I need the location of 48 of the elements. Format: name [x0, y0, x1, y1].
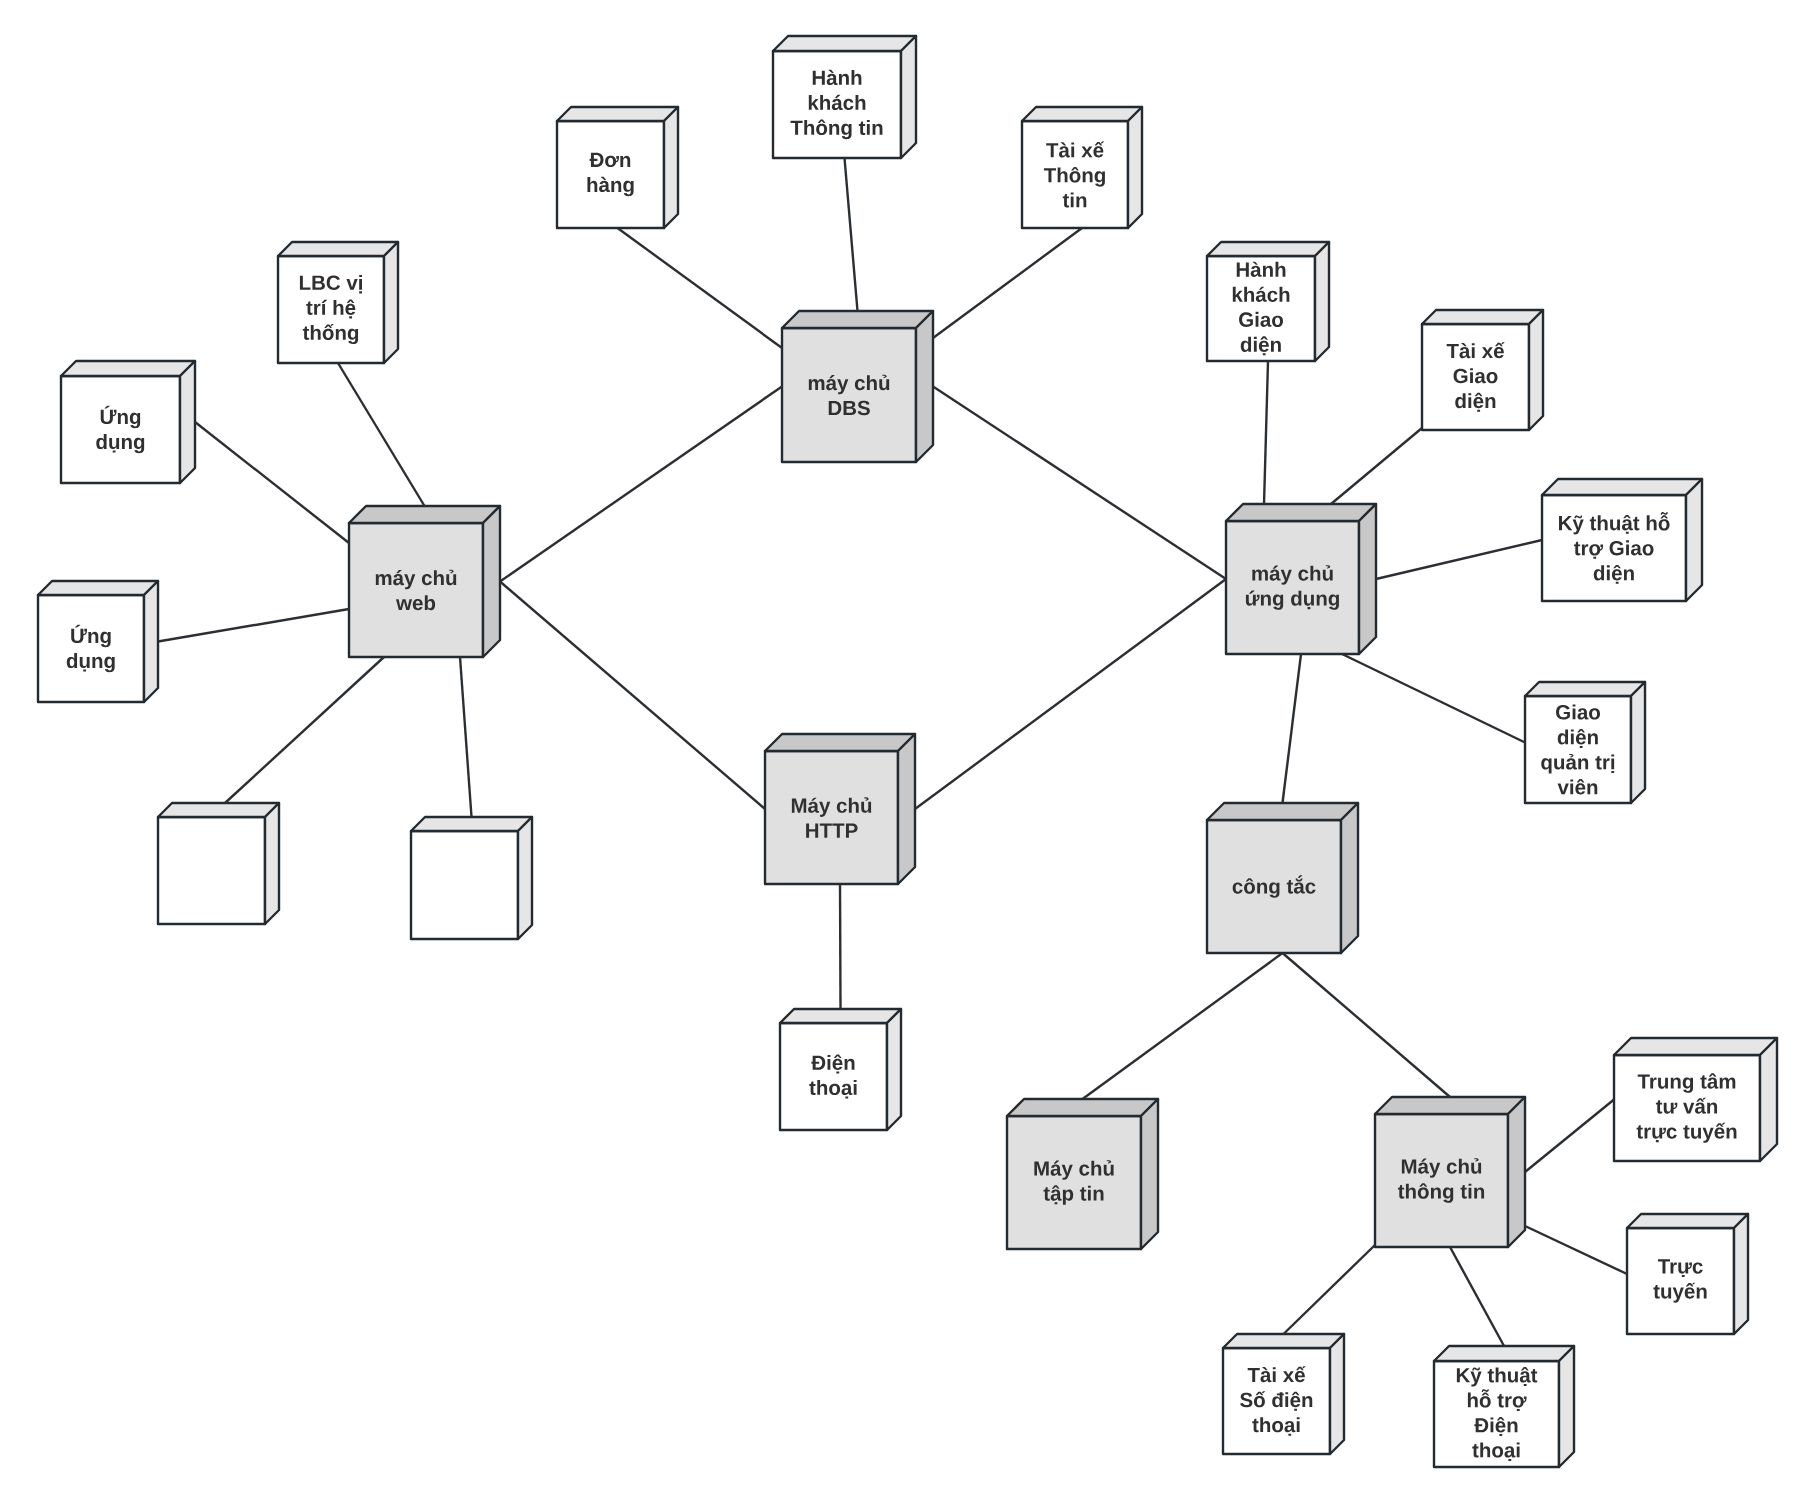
node-cube: Hành khách Thông tin	[771, 34, 918, 160]
node-cube: Điện thoại	[778, 1007, 903, 1132]
connector-line	[1081, 952, 1284, 1100]
connector-line	[1524, 1224, 1628, 1276]
connector-line	[1330, 427, 1423, 505]
connector-line	[932, 227, 1083, 339]
connector-line	[1281, 653, 1303, 804]
server-cube: Máy chủ tập tin	[1005, 1097, 1160, 1251]
connector-line	[224, 656, 385, 804]
connector-line	[1262, 360, 1270, 505]
connector-line	[616, 227, 783, 349]
node-cube	[409, 815, 534, 941]
node-cube: Tài xế Số điện thoại	[1221, 1332, 1346, 1456]
node-cube: Tài xế Thông tin	[1020, 105, 1144, 230]
node-cube: Trung tâm tư vấn trực tuyến	[1612, 1036, 1779, 1163]
server-cube: máy chủ ứng dụng	[1224, 502, 1378, 656]
node-cube: Trực tuyến	[1625, 1212, 1750, 1336]
connector-line	[458, 656, 473, 818]
connector-line	[932, 385, 1227, 580]
server-cube: công tắc	[1205, 801, 1360, 955]
connector-line	[499, 385, 783, 583]
node-cube	[156, 801, 281, 926]
node-cube: Kỹ thuật hỗ trợ Điện thoại	[1432, 1344, 1576, 1469]
connector-line	[157, 607, 350, 643]
server-cube: máy chủ DBS	[780, 309, 935, 464]
node-cube: Giao diện quản trị viên	[1523, 680, 1647, 805]
node-cube: Ứng dụng	[36, 579, 160, 704]
connector-line	[1375, 538, 1543, 581]
connector-line	[499, 580, 766, 810]
server-cube: Máy chủ HTTP	[763, 732, 917, 886]
node-cube: Đơn hàng	[555, 105, 680, 230]
node-cube: LBC vị trí hệ thống	[276, 240, 400, 365]
node-cube: Hành khách Giao diện	[1205, 240, 1331, 363]
connector-line	[843, 157, 859, 312]
connector-line	[838, 884, 842, 1009]
connector-line	[914, 578, 1227, 810]
connector-line	[1341, 652, 1526, 744]
connector-line	[1524, 1098, 1615, 1173]
server-cube: Máy chủ thông tin	[1373, 1095, 1527, 1249]
connector-line	[1281, 952, 1451, 1098]
connector-line	[337, 362, 426, 507]
connector-line	[194, 421, 350, 544]
node-cube: Ứng dụng	[59, 359, 197, 485]
connector-line	[1282, 1244, 1376, 1335]
connector-line	[1448, 1246, 1506, 1347]
node-cube: Kỹ thuật hỗ trợ Giao diện	[1540, 477, 1704, 603]
server-cube: máy chủ web	[347, 504, 502, 659]
node-cube: Tài xế Giao diện	[1420, 308, 1545, 432]
